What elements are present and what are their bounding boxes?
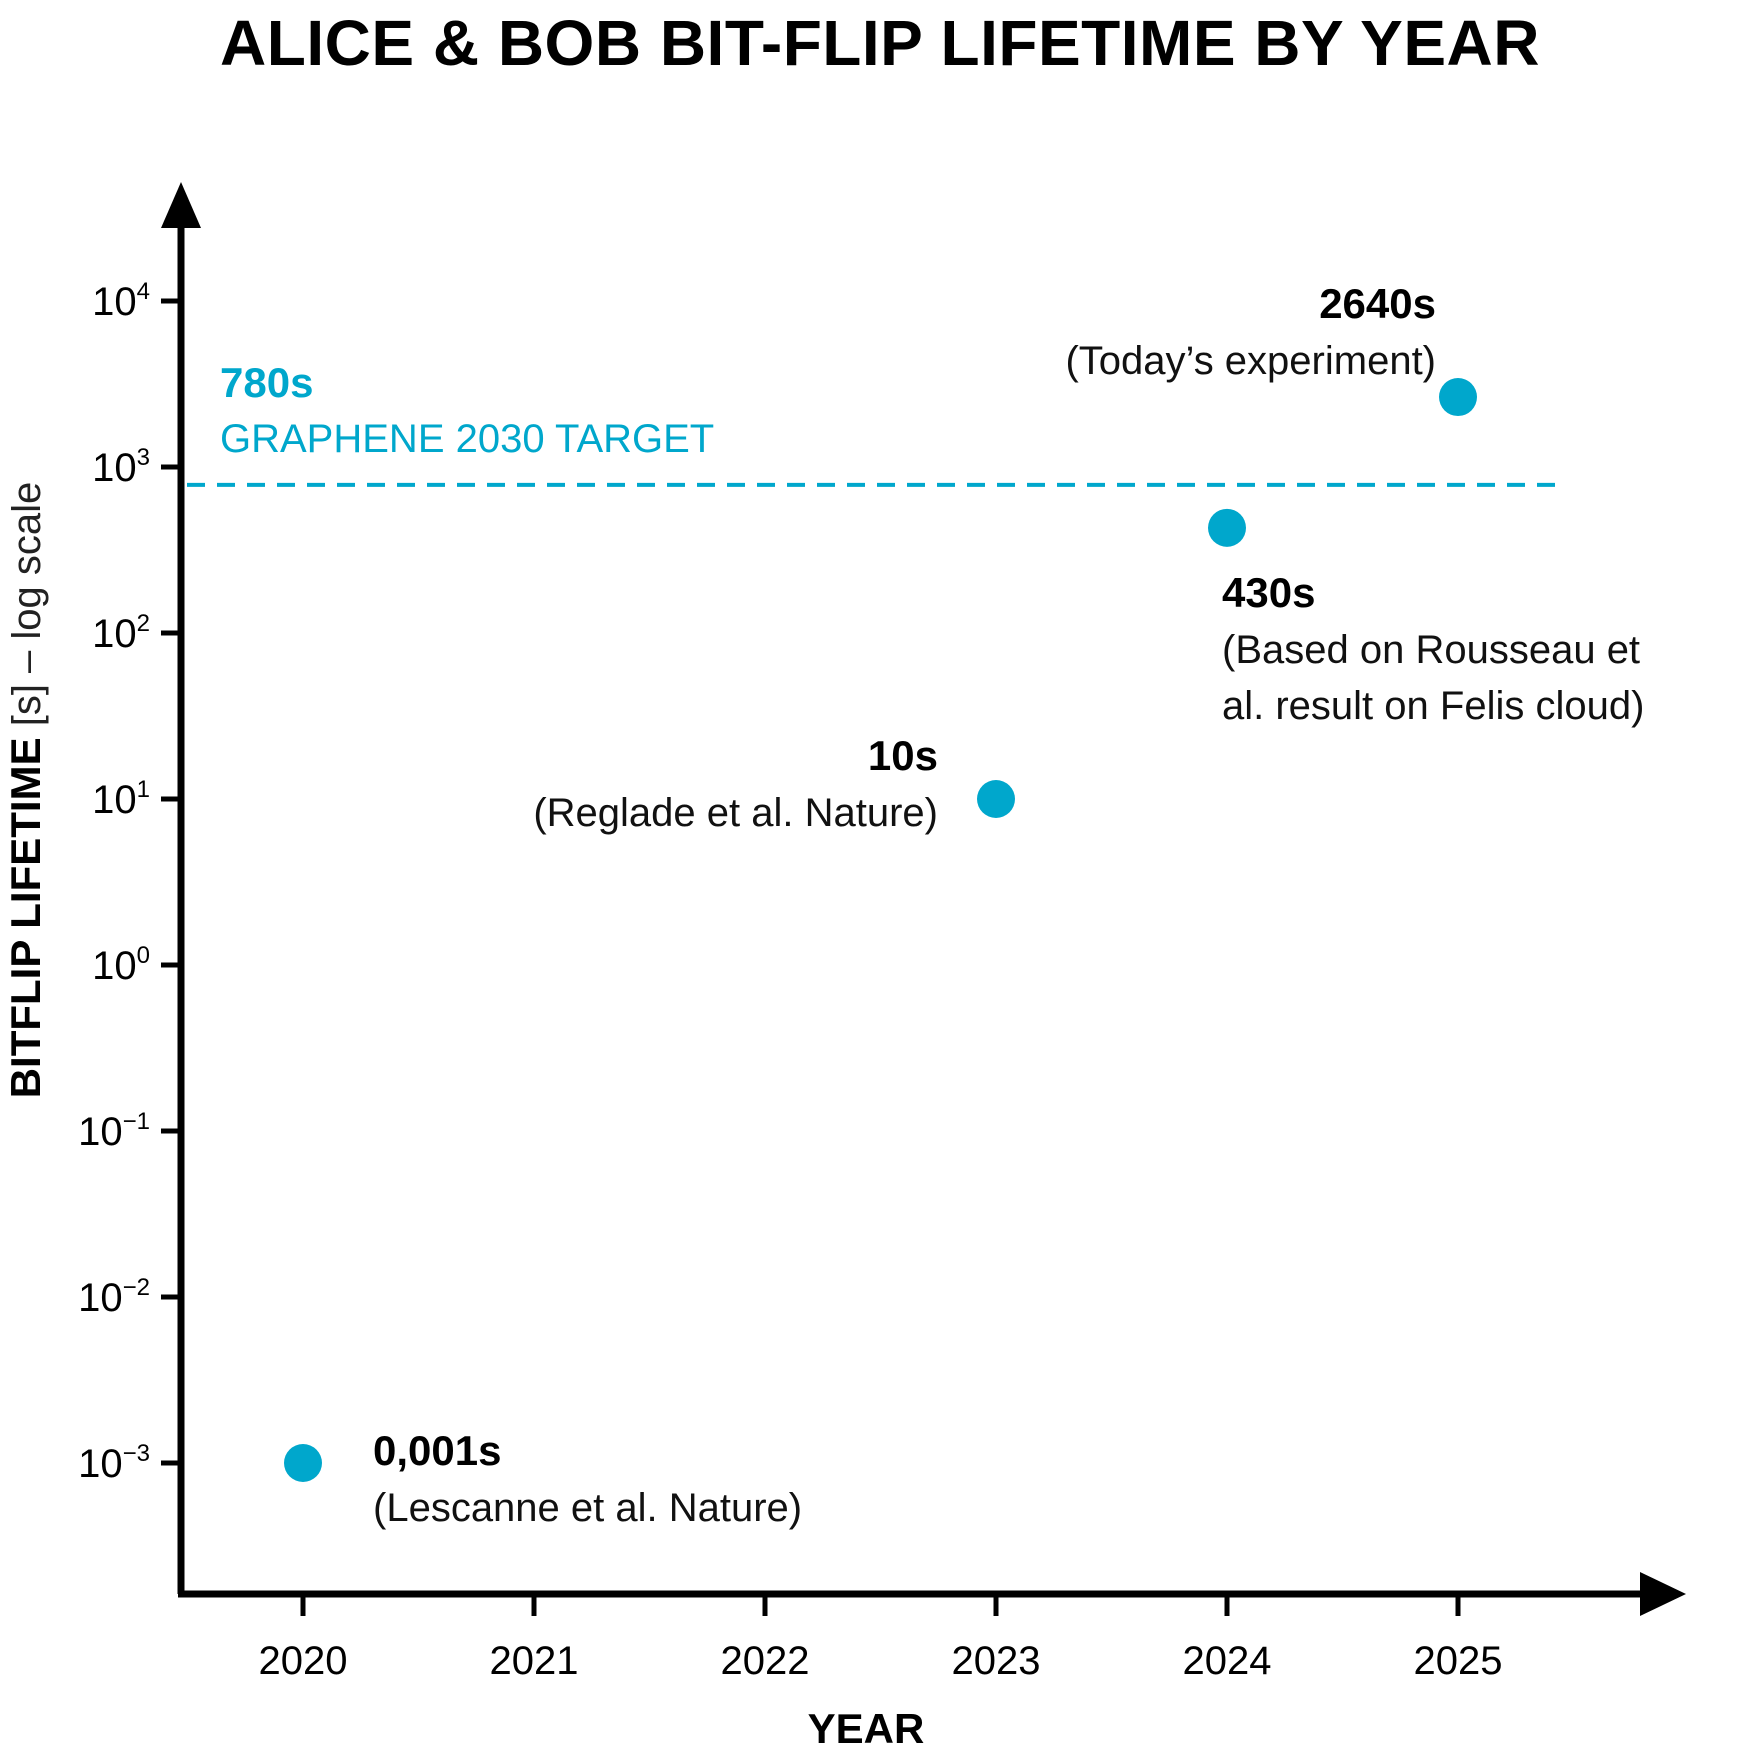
- y-tick-label: 103: [92, 444, 150, 490]
- x-tick-label: 2023: [952, 1639, 1041, 1683]
- target-label: GRAPHENE 2030 TARGET: [220, 417, 714, 461]
- data-point-2025: [1439, 378, 1477, 417]
- value-label-2023: 10s: [868, 732, 938, 779]
- data-point-2024: [1208, 508, 1246, 547]
- y-tick-label: 10−1: [78, 1108, 150, 1154]
- x-axis-arrow: [1640, 1572, 1686, 1616]
- axes: [161, 182, 1686, 1616]
- y-axis-title: BITFLIP LIFETIME [s] – log scale: [2, 482, 49, 1099]
- x-tick-label: 2022: [721, 1639, 810, 1683]
- value-label-2025: 2640s: [1319, 280, 1436, 327]
- note-label-2023: (Reglade et al. Nature): [533, 791, 938, 835]
- x-axis-title: YEAR: [808, 1705, 925, 1752]
- data-point-2023: [977, 780, 1015, 818]
- y-tick-label: 10−3: [78, 1440, 150, 1486]
- value-label-2024: 430s: [1222, 569, 1315, 616]
- y-tick-label: 101: [92, 776, 150, 822]
- point-annotations: 0,001s (Lescanne et al. Nature) 10s (Reglad…: [373, 280, 1644, 1530]
- target-value-label: 780s: [220, 359, 313, 406]
- note-label-2024: (Based on Rousseau et: [1222, 628, 1640, 672]
- x-tick-label: 2024: [1183, 1639, 1272, 1683]
- data-point-2020: [284, 1444, 322, 1482]
- y-axis-title-unit: [s] – log scale: [5, 482, 49, 738]
- y-tick-label: 102: [92, 610, 150, 656]
- y-tick-label: 100: [92, 942, 150, 988]
- y-tick-label: 104: [92, 278, 150, 324]
- x-tick-label: 2025: [1414, 1639, 1503, 1683]
- chart-title: ALICE & BOB BIT-FLIP LIFETIME BY YEAR: [220, 7, 1540, 79]
- x-axis-ticks: 2020 2021 2022 2023 2024 2025: [259, 1594, 1503, 1683]
- y-axis-arrow: [161, 182, 201, 228]
- y-axis-ticks: 104 103 102 101 100 10−1 10−2 10−3: [78, 278, 181, 1486]
- value-label-2020: 0,001s: [373, 1427, 501, 1474]
- x-tick-label: 2021: [490, 1639, 579, 1683]
- note-label-2025: (Today’s experiment): [1065, 339, 1436, 383]
- x-tick-label: 2020: [259, 1639, 348, 1683]
- y-axis-title-bold: BITFLIP LIFETIME: [2, 737, 49, 1098]
- note-label-2024: al. result on Felis cloud): [1222, 684, 1644, 728]
- y-tick-label: 10−2: [78, 1274, 150, 1320]
- note-label-2020: (Lescanne et al. Nature): [373, 1486, 802, 1530]
- data-points: [284, 378, 1477, 1482]
